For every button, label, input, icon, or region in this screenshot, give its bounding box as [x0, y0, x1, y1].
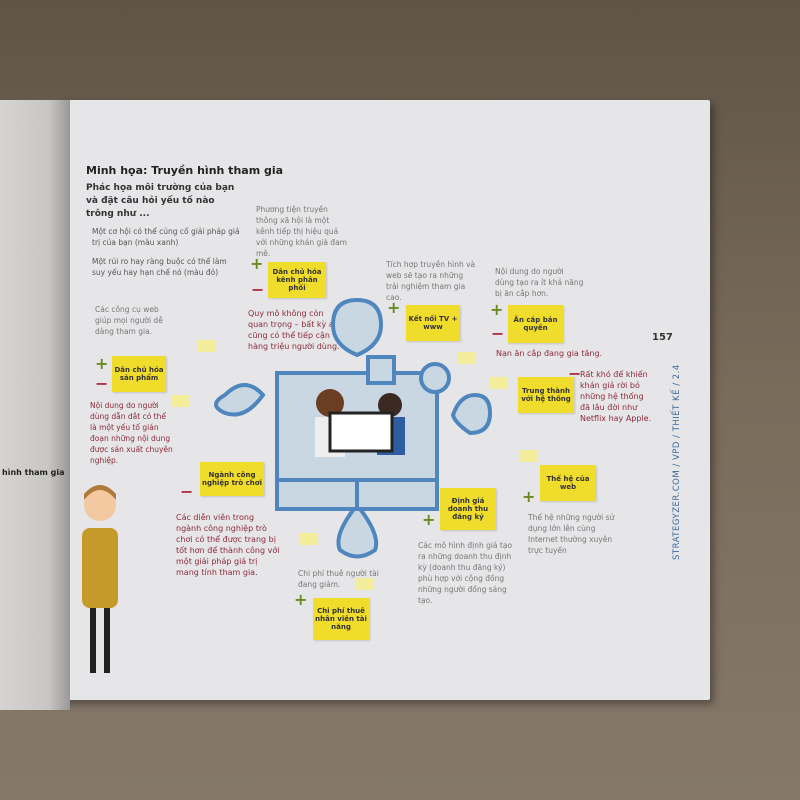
plus-icon: + — [422, 510, 436, 529]
minus-icon: − — [251, 280, 265, 299]
decor-square — [172, 395, 190, 407]
minus-icon: − — [491, 324, 505, 343]
drop-shape-left — [214, 383, 266, 417]
peace-icon — [419, 362, 451, 394]
bullet-opportunity: Một cơ hội có thể củng cố giải pháp giá … — [92, 227, 240, 247]
mail-icon — [366, 355, 396, 385]
sticky-piracy: Ăn cắp bản quyền — [508, 305, 563, 343]
decor-square — [520, 450, 538, 462]
note-social-media: Phương tiện truyền thông xã hội là một k… — [256, 205, 347, 258]
plus-icon: + — [95, 354, 109, 373]
sticky-gaming: Ngành công nghiệp trò chơi — [200, 462, 264, 496]
bullet-risk: Một rủi ro hay ràng buộc có thể làm suy … — [92, 257, 227, 277]
plus-icon: + — [294, 590, 308, 609]
sticky-web-generation: Thế hệ của web — [540, 465, 596, 501]
drop-shape-top — [330, 297, 384, 358]
left-page: hình tham gia — [0, 100, 70, 710]
sticky-product: Dân chủ hóa sản phẩm — [112, 356, 166, 392]
note-piracy-risk: Nạn ăn cắp đang gia tăng. — [496, 349, 603, 358]
decor-square — [490, 377, 508, 389]
sticky-connect: Kết nối TV + www — [406, 305, 460, 341]
note-user-content-risk: Nội dung do người dùng dẫn dắt có thể là… — [90, 401, 173, 465]
minus-icon: − — [95, 374, 109, 393]
note-gaming-risk: Các diễn viên trong ngành công nghiệp tr… — [176, 513, 280, 577]
page-subtitle: Phác họa môi trường của bạn và đặt câu h… — [86, 183, 235, 219]
decor-square — [355, 578, 373, 590]
character-illustration — [82, 485, 118, 673]
minus-icon: − — [180, 482, 194, 501]
note-tv-web: Tích hợp truyền hình và web sẽ tạo ra nh… — [386, 260, 476, 302]
note-web-tools: Các công cụ web giúp mọi người dễ dàng t… — [95, 305, 163, 336]
plus-icon: + — [250, 254, 264, 273]
tv-screen — [328, 411, 394, 453]
left-page-heading: hình tham gia — [2, 468, 65, 477]
plus-icon: + — [387, 298, 401, 317]
decor-square — [300, 533, 318, 545]
decor-square — [198, 340, 216, 352]
drop-shape-right — [450, 392, 493, 436]
sticky-subscription: Định giá doanh thu đăng ký — [440, 488, 496, 530]
drop-shape-bottom — [336, 501, 379, 559]
sticky-distribution: Dân chủ hóa kênh phân phối — [268, 262, 326, 298]
note-talent-cost: Chi phí thuê người tài đang giảm. — [298, 569, 379, 589]
central-illustration — [214, 297, 493, 559]
side-label: STRATEGYZER.COM / VPD / THIẾT KẾ / 2.4 — [672, 364, 682, 560]
plus-icon: + — [522, 487, 536, 506]
page-title: Minh họa: Truyền hình tham gia — [86, 164, 284, 177]
plus-icon: + — [490, 300, 504, 319]
sticky-loyalty: Trung thành với hệ thống — [518, 377, 574, 413]
note-subscription: Các mô hình định giá tạo ra những doanh … — [418, 541, 513, 605]
note-loyalty-risk: Rất khó để khiến khán giả rời bỏ những h… — [580, 370, 652, 423]
note-ugc: Nội dung do người dùng tạo ra ít khả năn… — [495, 267, 584, 298]
minus-icon: − — [568, 364, 582, 383]
sticky-talent: Chi phí thuê nhân viên tài năng — [313, 598, 369, 640]
decor-square — [458, 352, 476, 364]
note-web-generation: Thế hệ những người sử dụng lớn lên cùng … — [528, 513, 615, 555]
page-number: 157 — [652, 332, 673, 343]
note-scale: Quy mô không còn quan trọng – bất kỳ ai … — [248, 309, 340, 351]
